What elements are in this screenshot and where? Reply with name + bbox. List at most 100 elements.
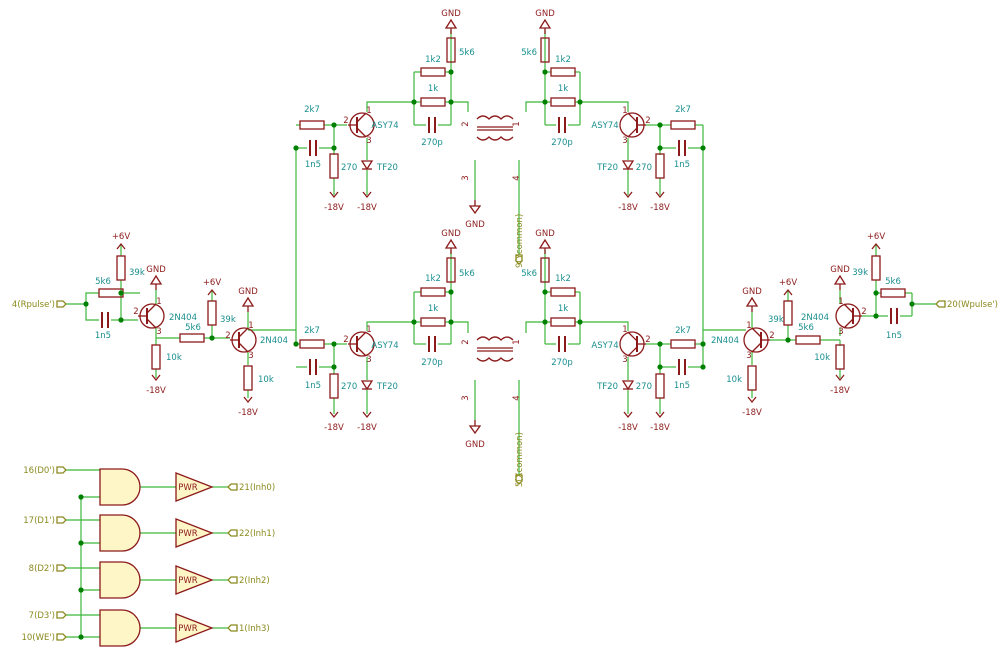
- pin-number: 3: [366, 355, 371, 365]
- buffer-label: PWR: [178, 576, 198, 586]
- pin-number: 2: [769, 331, 774, 341]
- power-label: -18V: [742, 408, 762, 418]
- diode-body: [360, 160, 374, 171]
- and-gate: [99, 468, 141, 506]
- pin-number: 1: [622, 325, 627, 335]
- resistor-value-label: 10k: [814, 353, 830, 363]
- power-buffer: [175, 518, 214, 548]
- junction-dot: [909, 301, 915, 307]
- junction-dot: [118, 317, 124, 323]
- wire: [451, 321, 469, 333]
- gnd-label: GND: [441, 9, 461, 19]
- power-arrow: [871, 242, 881, 250]
- ground-symbol: [149, 274, 163, 285]
- junction-dot: [700, 145, 706, 151]
- power-label: -18V: [146, 386, 166, 396]
- junction-dot: [542, 99, 548, 105]
- pin-number: 1: [746, 321, 751, 331]
- junction-dot: [331, 122, 337, 128]
- power-arrow: [623, 191, 633, 199]
- pin-number: 1: [838, 297, 843, 307]
- port-label: 21(Inh0): [239, 483, 275, 493]
- gnd-label: GND: [146, 265, 166, 275]
- resistor-value-label: 10k: [166, 353, 182, 363]
- transistor-lead: [146, 303, 157, 314]
- and-gate: [99, 514, 141, 552]
- resistor: [179, 333, 205, 343]
- pin-number: 2: [461, 339, 471, 344]
- port-label: 17(D1'): [23, 516, 55, 526]
- resistor-value-label: 5k6: [798, 323, 814, 333]
- power-label: -18V: [618, 203, 638, 213]
- gnd-label: GND: [742, 287, 762, 297]
- capacitor-value-label: 270p: [551, 358, 573, 368]
- port-symbol: [227, 529, 238, 537]
- transistor-lead: [356, 127, 367, 138]
- junction-dot: [411, 99, 417, 105]
- power-label: -18V: [357, 423, 377, 433]
- power-arrow: [329, 191, 339, 199]
- pin-number: 2: [225, 331, 230, 341]
- port-label: 8(D2'): [29, 564, 55, 574]
- junction-dot: [657, 364, 663, 370]
- resistor-value-label: 1k2: [555, 274, 571, 284]
- resistor: [116, 255, 126, 281]
- resistor: [446, 257, 456, 283]
- port-label: 20(Wpulse'): [947, 300, 998, 310]
- resistor-value-label: 270: [636, 163, 652, 173]
- transistor-lead: [627, 112, 638, 123]
- and-gate: [99, 561, 141, 599]
- resistor: [550, 287, 576, 297]
- junction-dot: [700, 364, 706, 370]
- port-symbol: [227, 624, 238, 632]
- resistor-value-label: 5k6: [185, 323, 201, 333]
- port-label: 4(Rpulse'): [12, 300, 55, 310]
- diode-label: TF20: [376, 163, 398, 173]
- junction-dot: [331, 341, 337, 347]
- junction-dot: [577, 319, 583, 325]
- power-label: -18V: [357, 203, 377, 213]
- wire: [525, 101, 545, 112]
- resistor: [655, 373, 665, 399]
- buffer-label: PWR: [178, 624, 198, 634]
- ground-symbol: [241, 296, 255, 307]
- junction-dot: [785, 337, 791, 343]
- capacitor-value-label: 1n5: [674, 381, 690, 391]
- resistor-value-label: 1k: [558, 304, 568, 314]
- port-symbol: [515, 474, 523, 485]
- capacitor-value-label: 270p: [551, 138, 573, 148]
- power-arrow: [362, 191, 372, 199]
- port-symbol: [56, 516, 67, 524]
- resistor-value-label: 1k2: [425, 274, 441, 284]
- port-symbol: [56, 564, 67, 572]
- ground-symbol: [538, 18, 552, 29]
- resistor-value-label: 5k6: [95, 277, 111, 287]
- pin-number: 3: [366, 136, 371, 146]
- resistor: [420, 317, 446, 327]
- pin-number: 2: [645, 116, 650, 126]
- capacitor-value-label: 1n5: [674, 160, 690, 170]
- resistor-value-label: 39k: [852, 268, 868, 278]
- junction-dot: [411, 319, 417, 325]
- wire: [580, 321, 629, 331]
- resistor: [655, 153, 665, 179]
- pin-number: 2: [461, 121, 471, 126]
- power-arrow: [655, 411, 665, 419]
- power-label: +6V: [779, 278, 798, 288]
- pin-number: 1: [622, 106, 627, 116]
- gnd-label: GND: [535, 229, 555, 239]
- wire: [366, 101, 414, 112]
- capacitor-value-label: 1n5: [886, 331, 902, 341]
- resistor: [540, 257, 550, 283]
- transistor-lead: [627, 331, 638, 342]
- resistor-value-label: 2k7: [675, 105, 691, 115]
- resistor: [747, 365, 757, 391]
- junction-dot: [331, 145, 337, 151]
- gnd-label: GND: [535, 9, 555, 19]
- pin-number: 2: [133, 307, 138, 317]
- resistor: [540, 37, 550, 63]
- transformer-coil: [476, 357, 514, 362]
- transistor-label: 2N404: [711, 336, 739, 346]
- junction-dot: [577, 99, 583, 105]
